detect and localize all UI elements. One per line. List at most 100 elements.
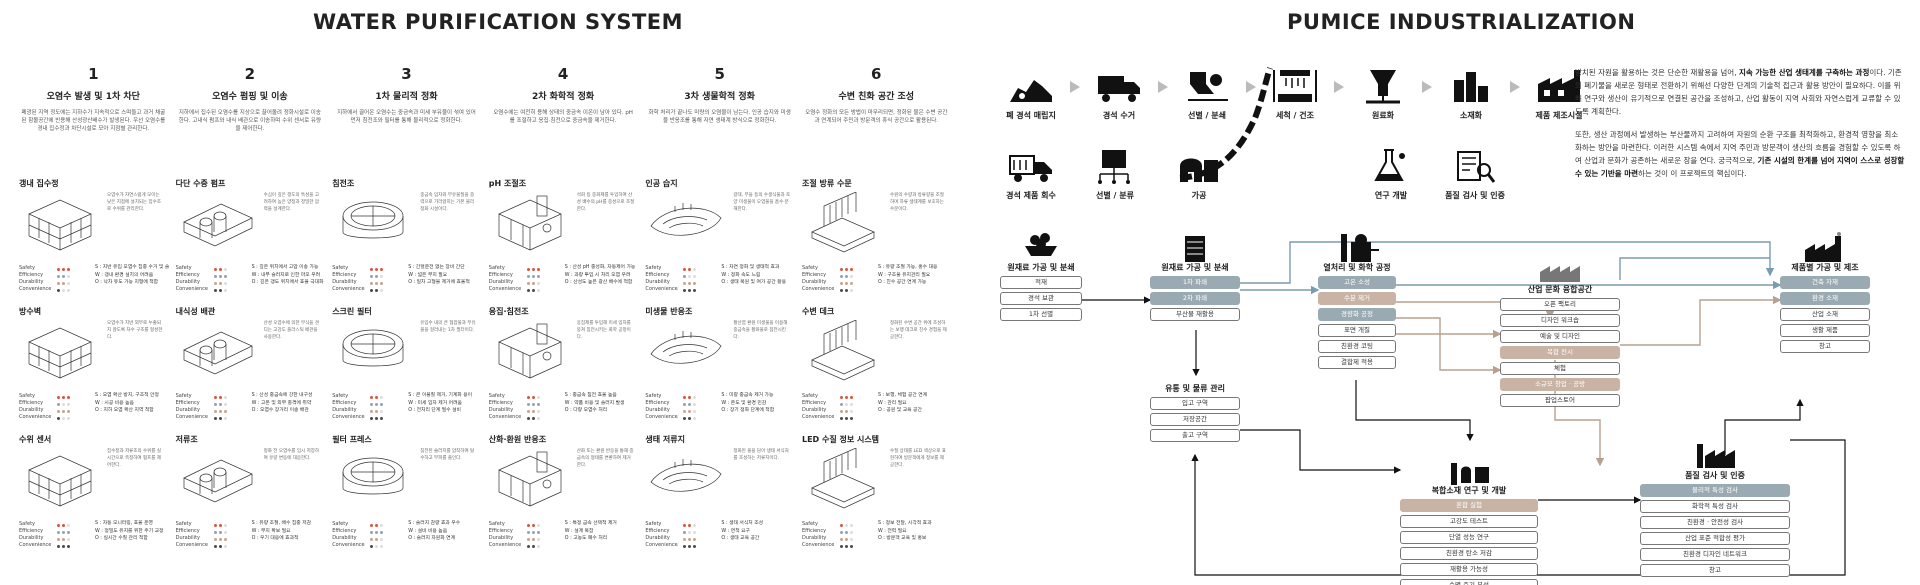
rating-dot xyxy=(688,396,692,399)
rating-dot xyxy=(844,268,848,271)
process-stage-label: 경석 제품 회수 xyxy=(1006,191,1056,200)
process-stage-label: 세척 / 건조 xyxy=(1276,111,1314,120)
process-stage-icon xyxy=(1352,66,1414,106)
device-card: pH 조절조 석회 등 중화제를 투입하여 산성 배수의 pH를 중성으로 조절… xyxy=(485,178,642,306)
node-item: 친환경 탄소 저감 xyxy=(1400,547,1538,560)
rating-dot xyxy=(531,282,535,285)
rating-dots xyxy=(683,522,715,550)
rating-dot xyxy=(526,275,530,278)
rating-dot xyxy=(839,289,843,292)
device-card: 미생물 반응조 황산염 환원 미생물을 이용해 중금속을 황화물로 침전시킨다.… xyxy=(641,306,798,434)
node-item: 저장공간 xyxy=(1150,413,1240,426)
rating-label: Safety xyxy=(645,521,662,527)
process-stage-icon xyxy=(1000,146,1062,186)
node-item: 생활 제품 xyxy=(1780,324,1870,337)
dashed-curve-arrow xyxy=(1179,67,1273,181)
rating-dot xyxy=(375,531,379,534)
process-stage-label: 제품 제조시설 xyxy=(1535,111,1583,120)
rating-dot xyxy=(526,538,530,541)
rating-dots xyxy=(57,266,89,294)
device-name: 침전조 xyxy=(332,179,355,188)
rating-dot xyxy=(380,275,384,278)
process-stage-label: 가공 xyxy=(1191,191,1207,200)
rating-dot xyxy=(526,268,530,271)
device-name: 다단 수중 펌프 xyxy=(175,179,226,188)
rating-dot xyxy=(531,289,535,292)
rating-dot xyxy=(62,268,65,271)
node-item: 입고 구역 xyxy=(1150,397,1240,410)
rating-dot xyxy=(683,282,687,285)
rating-dot xyxy=(57,538,60,541)
rating-dot xyxy=(57,268,60,271)
step-name: 오염수 발생 및 1차 차단 xyxy=(46,92,140,102)
rating-dot xyxy=(67,275,70,278)
rating-label: Efficiency xyxy=(332,528,357,534)
rating-dot xyxy=(683,396,687,399)
device-name: 수위 센서 xyxy=(19,435,52,444)
rating-dot xyxy=(67,410,70,413)
rating-dot xyxy=(62,289,65,292)
rating-dot xyxy=(849,538,853,541)
rating-dot xyxy=(375,410,379,413)
rating-dot xyxy=(693,268,697,271)
rating-dots xyxy=(370,522,402,550)
process-stage-label: 선별 / 분류 xyxy=(1096,191,1134,200)
rating-dot xyxy=(62,538,65,541)
purification-steps: 1 오염수 발생 및 1차 차단 폐광된 지역 정도에는 지하수가 지속적으로 … xyxy=(15,65,955,159)
swot-note: S : 깊은 위치에서 고압 이송 가능 xyxy=(251,265,319,270)
rating-dots-row xyxy=(683,273,715,280)
rating-dot xyxy=(370,268,374,271)
device-description: 산성 오염수에 의한 부식을 견디는 고강도 플라스틱 배관을 사용한다. xyxy=(263,321,319,340)
rating-dot xyxy=(688,268,692,271)
device-description: 유입수 내의 큰 협잡물과 부유물을 걸러내는 1차 필터이다. xyxy=(420,321,476,333)
rating-dots-row xyxy=(839,401,872,408)
rating-dots-row xyxy=(839,280,872,287)
rating-dot xyxy=(218,396,222,399)
rating-dot xyxy=(849,275,853,278)
rating-label: Convenience xyxy=(645,542,678,548)
rating-dots-row xyxy=(213,408,246,415)
rating-label: Convenience xyxy=(801,414,835,420)
step-description: 오염수에는 여전히 용해 상태의 중금속 이온이 남아 있다. pH를 조절하고… xyxy=(493,110,633,124)
node-item: 체험 xyxy=(1500,362,1620,375)
node-title: 유통 및 물류 관리 xyxy=(1165,384,1225,393)
device-card: 생태 저류지 정화된 물을 담아 생태 서식처를 조성하는 저류지이다. Saf… xyxy=(641,434,798,562)
rating-dot xyxy=(375,396,379,399)
rating-dots-row xyxy=(57,401,89,408)
rating-dot xyxy=(375,268,379,271)
node-item: 수명 주기 분석 xyxy=(1400,579,1538,585)
rating-dot xyxy=(536,531,540,534)
rating-dot xyxy=(57,275,60,278)
rating-dot xyxy=(849,524,853,527)
node-item: 산업 소재 xyxy=(1780,308,1870,321)
rating-dot xyxy=(57,289,60,292)
swot-note: W : 설계 복잡 xyxy=(564,528,594,534)
step-1: 1 오염수 발생 및 1차 차단 폐광된 지역 정도에는 지하수가 지속적으로 … xyxy=(15,65,172,159)
rating-dots-row xyxy=(57,287,89,294)
rating-dot xyxy=(526,417,530,420)
rating-dots-row xyxy=(526,415,559,422)
rating-dot xyxy=(688,524,692,527)
process-stage-icon xyxy=(1444,146,1506,186)
process-stage: 품질 검사 및 인증 xyxy=(1444,146,1506,201)
rating-dot xyxy=(536,396,540,399)
rating-label: Durability xyxy=(332,535,357,541)
rating-dot xyxy=(380,403,384,406)
device-name: 내식성 배관 xyxy=(175,307,216,316)
rating-label: Efficiency xyxy=(488,400,513,406)
rating-dot xyxy=(67,268,70,271)
rating-dots-row xyxy=(370,394,402,401)
rating-dot xyxy=(218,524,222,527)
step-description: 폐광된 지역 정도에는 지하수가 지속적으로 스며들고 과거 채굴된 함몰공간에… xyxy=(21,110,166,132)
rating-dot xyxy=(380,545,384,548)
node-item: 1차 파쇄 xyxy=(1150,276,1240,289)
rating-label: Convenience xyxy=(488,286,522,292)
rating-label: Durability xyxy=(19,279,44,285)
node-item: 친환경 · 안전성 검사 xyxy=(1640,516,1790,529)
